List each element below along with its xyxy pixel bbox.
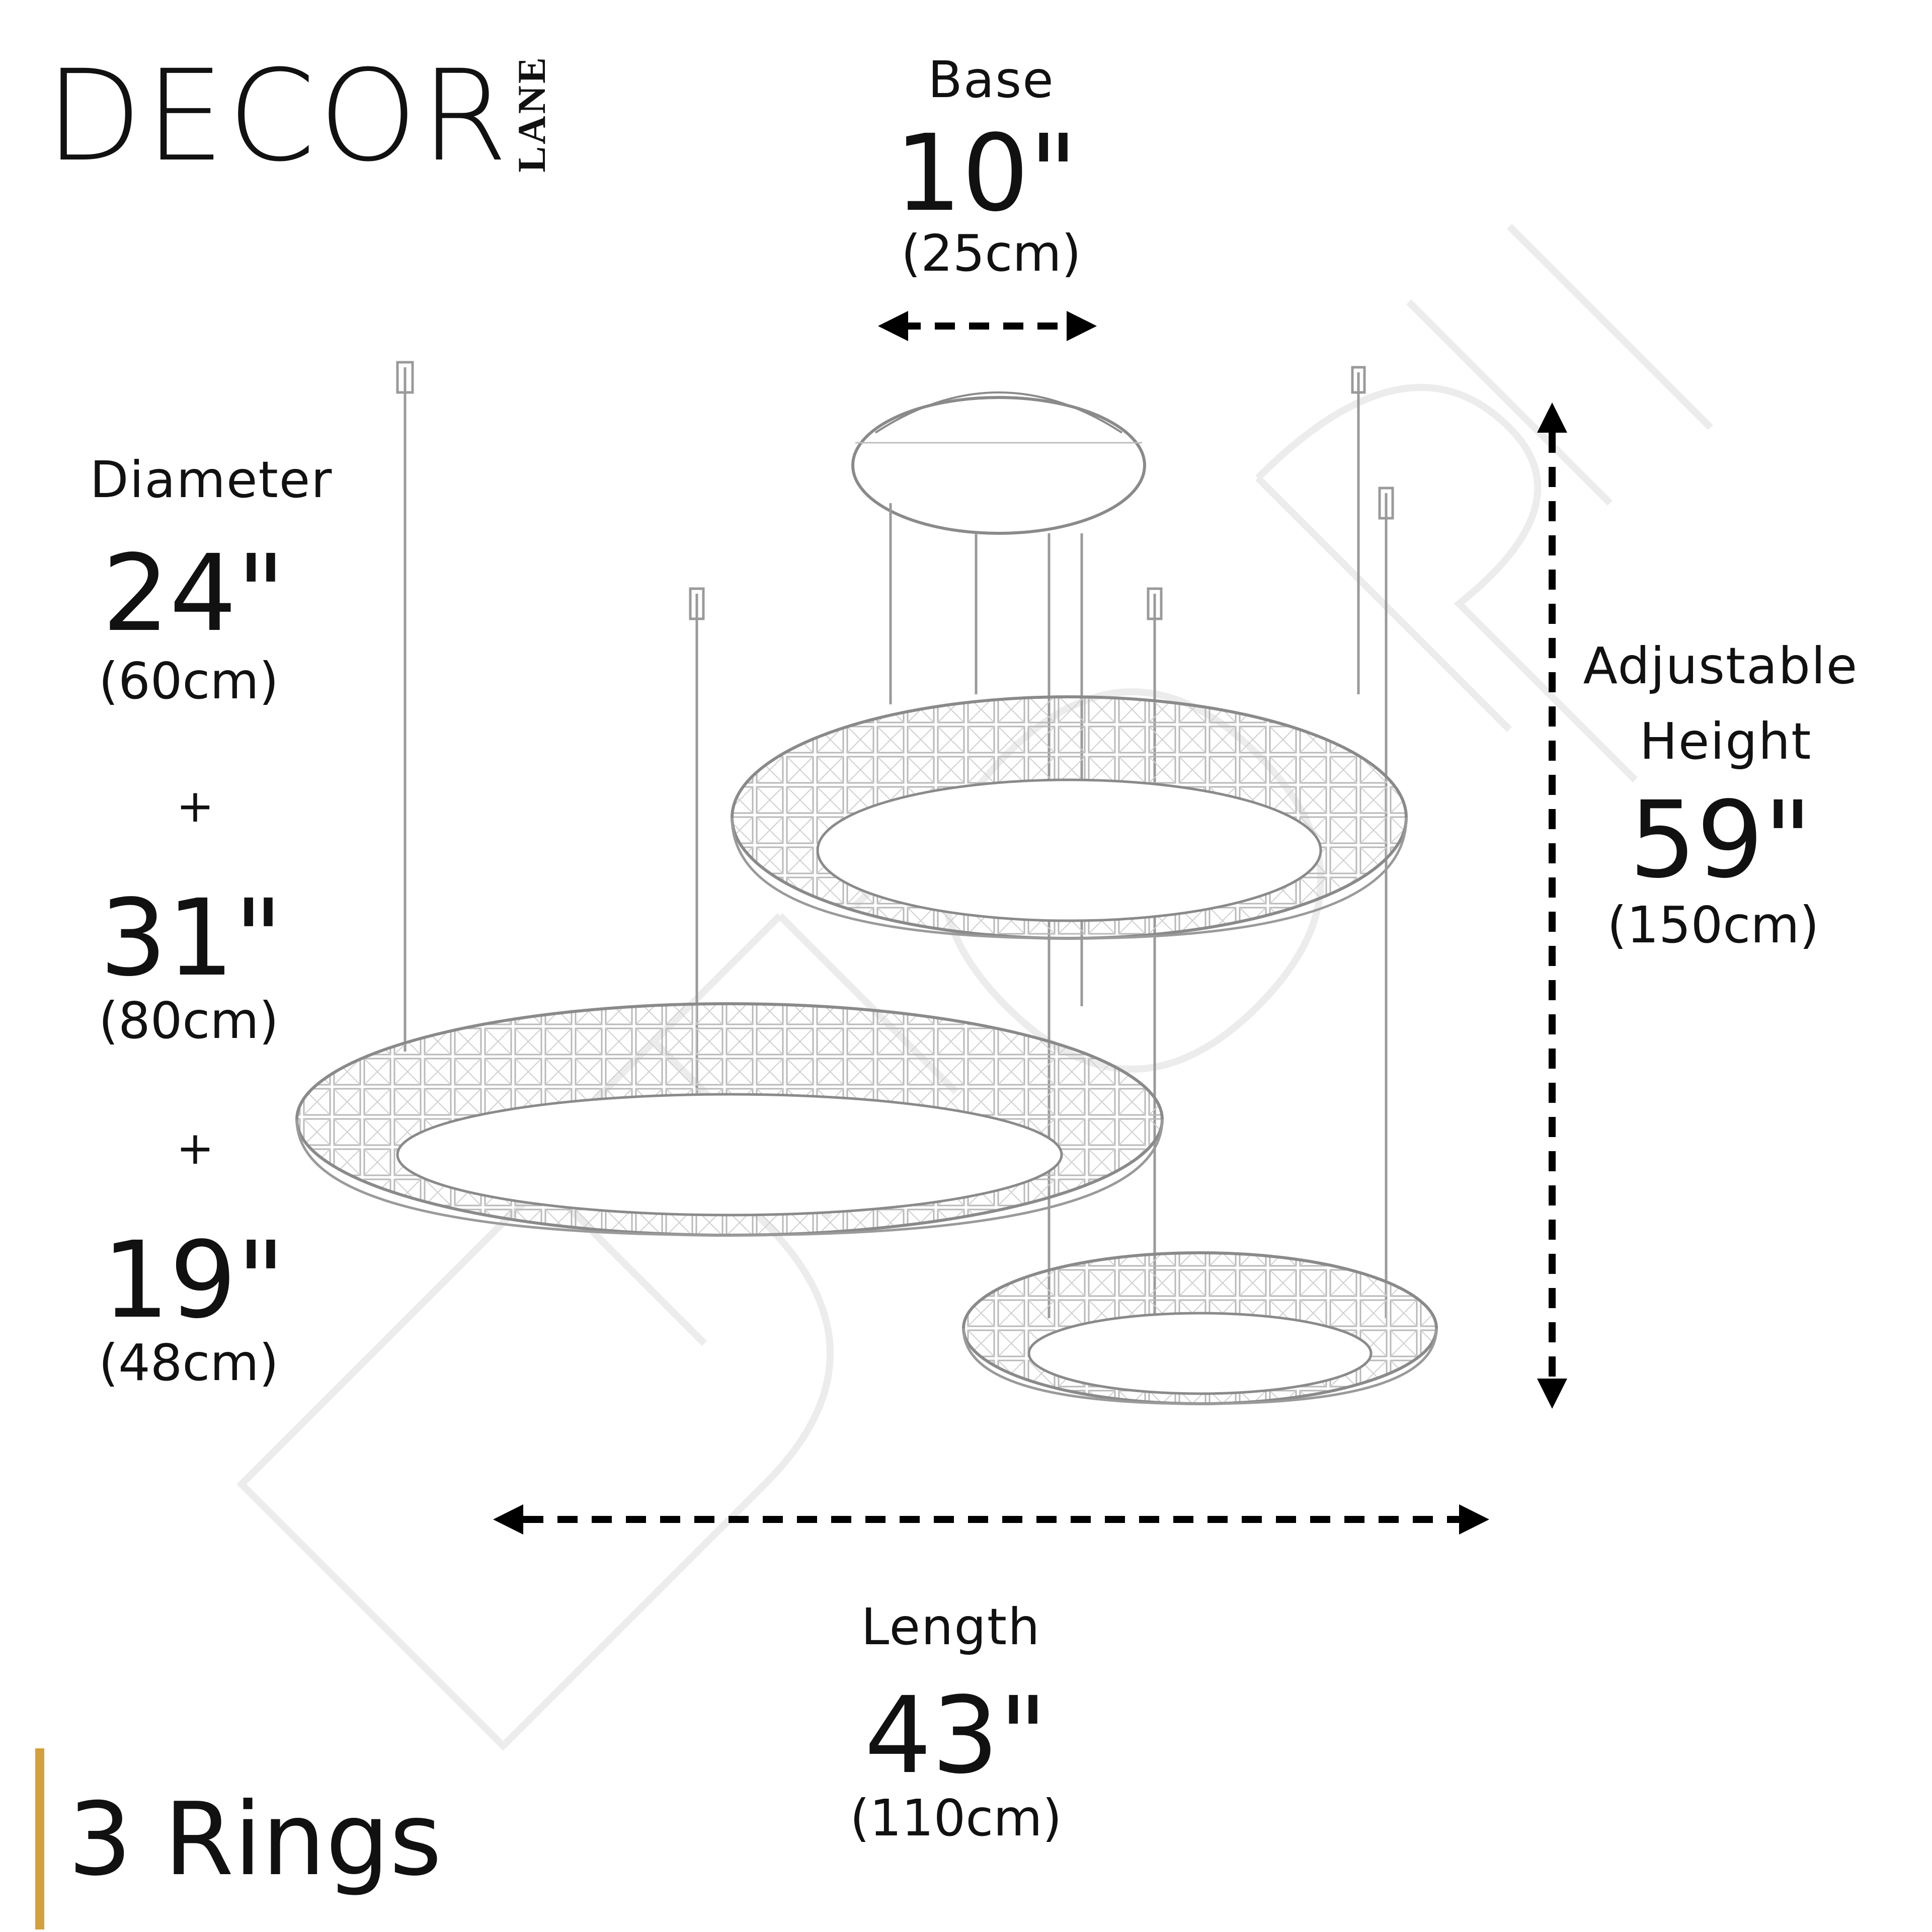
brand-logo: DECOR LANE [45,42,553,189]
diameter-ring2-inch: 31" [100,876,283,1000]
length-label: Length [861,1597,1041,1656]
length-dimension-arrow [493,1504,1489,1535]
diameter-ring3-inch: 19" [102,1219,285,1342]
height-label-line1: Adjustable [1583,636,1859,695]
height-label-line2: Height [1639,712,1812,771]
diameter-ring1-inch: 24" [102,532,285,655]
diameter-ring2-cm: (80cm) [99,991,279,1050]
height-inch: 59" [1629,778,1812,902]
height-cm: (150cm) [1607,896,1819,954]
diameter-ring1-cm: (60cm) [99,652,279,710]
ring-count-tagline: 3 Rings [68,1781,442,1898]
ring-small [962,1251,1438,1405]
length-inch: 43" [864,1674,1048,1797]
base-label: Base [928,50,1055,109]
diameter-label: Diameter [90,450,333,509]
height-dimension-arrow [1537,403,1567,1409]
base-inch: 10" [895,112,1078,235]
diameter-ring3-cm: (48cm) [99,1333,279,1392]
diameter-plus-2: + [176,1122,214,1175]
ring-large [295,1002,1164,1237]
base-cm: (25cm) [901,224,1081,283]
canopy [851,391,1146,535]
length-cm: (110cm) [850,1789,1062,1847]
accent-bar [35,1748,44,1929]
brand-logo-main: DECOR [45,42,511,189]
diameter-plus-1: + [176,780,214,833]
brand-logo-sub: LANE [509,55,553,173]
base-dimension-arrow [878,311,1097,341]
ring-upper [731,695,1408,940]
